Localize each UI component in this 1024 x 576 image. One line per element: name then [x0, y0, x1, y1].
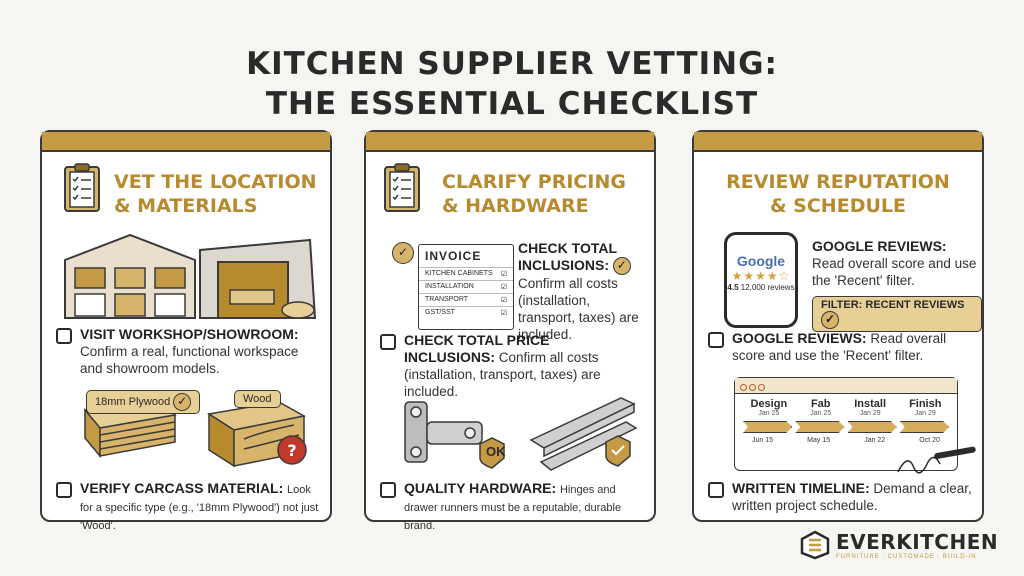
check-description: Confirm all costs (installation, transpo…	[404, 350, 601, 399]
check-icon: ✓	[612, 257, 631, 276]
panel-header-bar	[42, 132, 330, 152]
checkbox[interactable]	[708, 332, 724, 348]
checkbox[interactable]	[56, 482, 72, 498]
panel-pricing-hardware: CLARIFY PRICING & HARDWARE ✓ INVOICE KIT…	[364, 130, 656, 532]
tag-18mm-plywood: 18mm Plywood ✓	[86, 390, 201, 414]
filter-recent-reviews-badge: FILTER: RECENT REVIEWS ✓	[812, 296, 982, 332]
panel-header-bar	[694, 132, 982, 152]
checklist-item-written-timeline: WRITTEN TIMELINE: Demand a clear, writte…	[708, 480, 972, 514]
tag-wood: Wood	[234, 390, 281, 408]
checkbox[interactable]	[708, 482, 724, 498]
panel-reputation-schedule: REVIEW REPUTATION & SCHEDULE Google ★★★★…	[692, 130, 984, 522]
logo-mark-icon	[800, 530, 830, 560]
brand-tagline: FURNITURE . CUSTOMADE . BUILD-IN	[836, 554, 977, 560]
ok-shield-label: OK	[486, 444, 506, 459]
panel-1-title: VET THE LOCATION & MATERIALS	[114, 171, 317, 217]
phone-brand: Google	[736, 253, 786, 269]
checkbox[interactable]	[380, 482, 396, 498]
drawer-runner-illustration	[529, 397, 638, 471]
invoice-illustration: INVOICE KITCHEN CABINETS☑ INSTALLATION☑ …	[418, 244, 514, 330]
callout-google-reviews: GOOGLE REVIEWS: Read overall score and u…	[812, 238, 977, 288]
clipboard-icon	[64, 163, 100, 212]
check-title: VISIT WORKSHOP/SHOWROOM:	[80, 326, 299, 342]
wood-block-illustration: ?	[206, 401, 307, 468]
checklist-item-verify-carcass: VERIFY CARCASS MATERIAL: Look for a spec…	[56, 480, 320, 534]
title-line-1: KITCHEN SUPPLIER VETTING:	[246, 46, 778, 82]
everkitchen-logo: EVERKITCHEN FURNITURE . CUSTOMADE . BUIL…	[800, 530, 998, 560]
rating-value: 4.5	[727, 283, 739, 292]
callout-total-inclusions: CHECK TOTAL INCLUSIONS: ✓ Confirm all co…	[518, 240, 639, 343]
svg-text:?: ?	[287, 441, 296, 460]
checklist-item-google-reviews: GOOGLE REVIEWS: Read overall score and u…	[708, 330, 972, 364]
check-icon: ✓	[392, 242, 414, 264]
check-icon: ✓	[821, 311, 839, 329]
title-line-2: THE ESSENTIAL CHECKLIST	[265, 86, 759, 122]
check-title: CHECK TOTAL PRICE INCLUSIONS:	[404, 332, 550, 365]
panel-location-materials: VET THE LOCATION & MATERIALS VISIT WORKS…	[40, 130, 332, 532]
checkbox[interactable]	[380, 334, 396, 350]
phone-illustration: Google ★★★★☆ 4.5 12,000 reviews	[724, 232, 798, 328]
checkbox[interactable]	[56, 328, 72, 344]
check-description: Read overall score and use the 'Recent' …	[732, 331, 947, 363]
check-description: Confirm a real, functional workspace and…	[80, 344, 299, 376]
star-rating-icon: ★★★★☆	[731, 269, 791, 283]
check-description: Hinges and drawer runners must be a repu…	[404, 484, 622, 532]
pen-signature-icon	[897, 446, 976, 474]
hinge-illustration	[404, 401, 505, 469]
panel-2-title: CLARIFY PRICING & HARDWARE	[442, 171, 626, 217]
check-title: QUALITY HARDWARE:	[404, 480, 557, 496]
check-description: Look for a specific type (e.g., '18mm Pl…	[80, 484, 319, 532]
check-title: GOOGLE REVIEWS:	[732, 330, 867, 346]
checklist-item-quality-hardware: QUALITY HARDWARE: Hinges and drawer runn…	[380, 480, 644, 534]
panel-3-title: REVIEW REPUTATION & SCHEDULE	[726, 171, 950, 217]
checklist-item-price-inclusions: CHECK TOTAL PRICE INCLUSIONS: Confirm al…	[380, 332, 644, 400]
brand-name: EVERKITCHEN	[836, 530, 999, 554]
review-count: 12,000 reviews	[740, 283, 795, 292]
checklist-item-visit-workshop: VISIT WORKSHOP/SHOWROOM: Confirm a real,…	[56, 326, 320, 377]
panel-header-bar	[366, 132, 654, 152]
checklist-icon	[384, 163, 420, 212]
workshop-illustration	[64, 233, 317, 319]
page-title: KITCHEN SUPPLIER VETTING: THE ESSENTIAL …	[0, 44, 1024, 124]
check-description: Demand a clear, written project schedule…	[732, 481, 972, 513]
check-title: WRITTEN TIMELINE:	[732, 480, 870, 496]
check-title: VERIFY CARCASS MATERIAL:	[80, 480, 284, 496]
timeline-bar	[735, 417, 957, 437]
check-icon: ✓	[173, 393, 192, 411]
